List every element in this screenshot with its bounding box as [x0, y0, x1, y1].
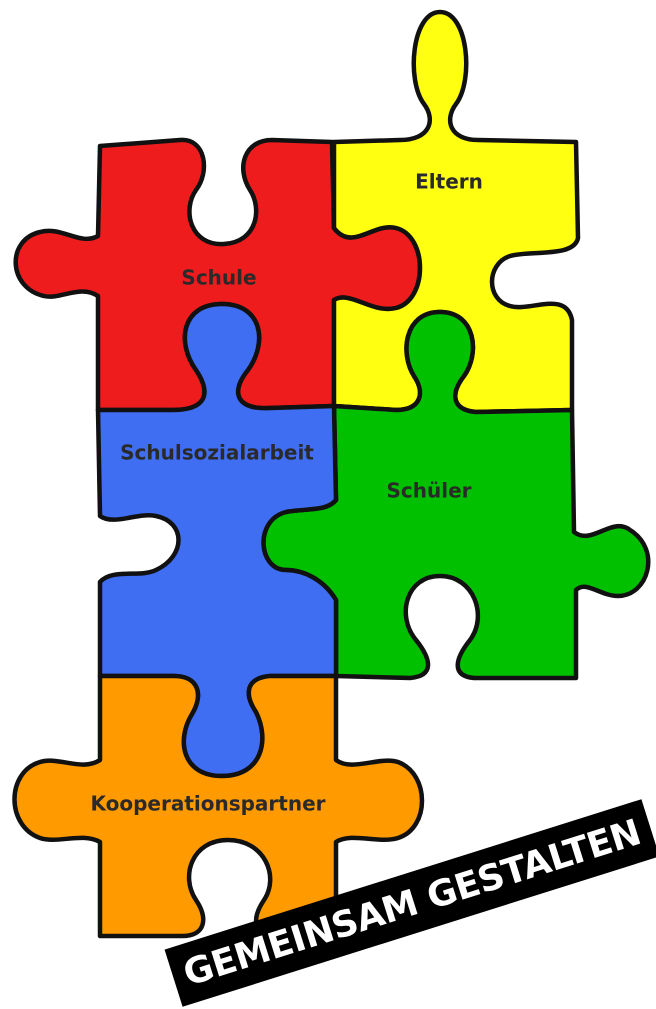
- label-schule: Schule: [181, 266, 256, 290]
- label-schulsozialarbeit: Schulsozialarbeit: [120, 441, 314, 465]
- label-eltern: Eltern: [415, 170, 483, 194]
- label-kooperationspartner: Kooperationspartner: [90, 792, 325, 816]
- label-schueler: Schüler: [386, 479, 471, 503]
